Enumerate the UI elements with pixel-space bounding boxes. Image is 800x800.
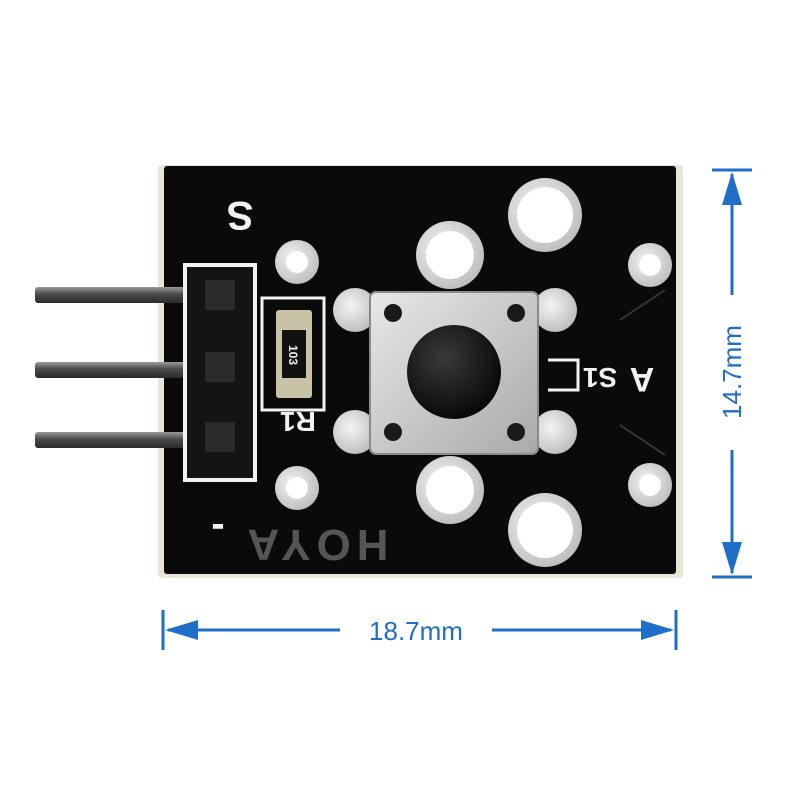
height-dimension xyxy=(712,168,752,579)
width-label: 18.7mm xyxy=(369,616,463,646)
width-dimension xyxy=(161,610,678,650)
tactile-push-button[interactable] xyxy=(369,291,539,455)
signal-pin-label: S xyxy=(227,193,254,237)
height-label: 14.7mm xyxy=(717,325,747,419)
mounting-holes xyxy=(275,178,672,567)
header-pins xyxy=(35,263,257,482)
switch-label: S1 xyxy=(583,362,617,393)
header-pin-3 xyxy=(35,432,230,448)
ground-pin-label: - xyxy=(211,507,224,551)
resistor-label: R1 xyxy=(280,406,316,437)
header-pin-2 xyxy=(35,362,230,378)
switch-pin-label: A xyxy=(630,360,655,398)
brand-text: HOYA xyxy=(241,520,388,569)
resistor-code: 103 xyxy=(286,345,300,365)
button-cap[interactable] xyxy=(407,325,501,419)
resistor-r1 xyxy=(260,296,326,412)
header-pin-1 xyxy=(35,287,230,303)
